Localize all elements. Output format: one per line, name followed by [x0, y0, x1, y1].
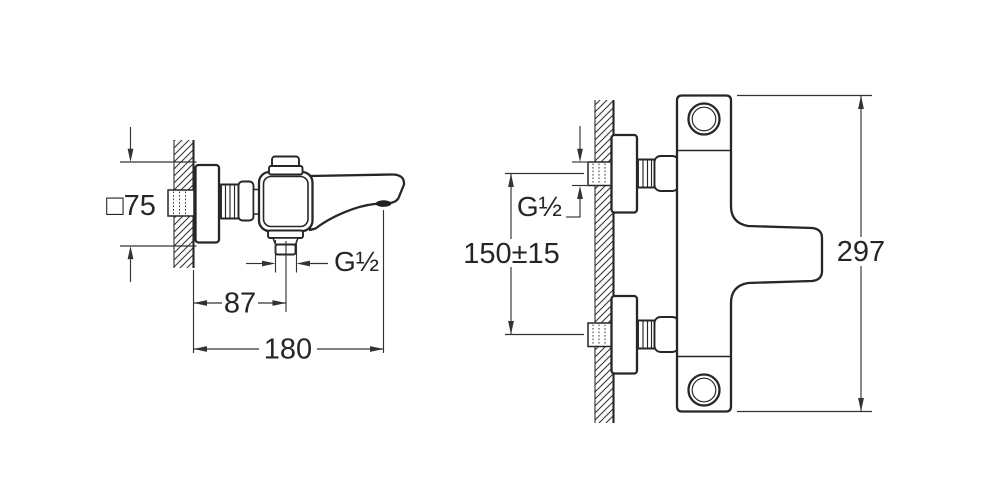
union-nut [637, 158, 656, 189]
inlet-tail-piece [587, 322, 614, 348]
mixer-body [675, 94, 824, 413]
wall-flange [194, 163, 221, 244]
dim-overall-width: 297 [737, 94, 885, 413]
dim-label-inlet-spacing: 150±15 [463, 238, 560, 270]
inlet-tail-piece [167, 189, 195, 217]
top-view: G½ 150±15 297 [463, 94, 885, 423]
dim-flange-size: □75 [106, 127, 197, 282]
dim-label-wall-to-outlet: 87 [224, 288, 256, 320]
aerator [375, 200, 392, 207]
dim-label-inlet-thread: G½ [517, 191, 562, 222]
dim-inlet-spacing: 150±15 [463, 172, 584, 336]
spout [308, 173, 406, 232]
union-cone [653, 316, 680, 353]
body-outline [675, 94, 824, 413]
side-view: □75 87 180 [106, 127, 406, 366]
upper-inlet-connection [587, 133, 680, 214]
top-cap [268, 155, 304, 176]
valve-body [257, 170, 314, 233]
union-nut [637, 319, 656, 350]
dim-outlet-thread: G½ [246, 240, 379, 277]
escutcheon [610, 294, 639, 375]
top-view-dimensions: G½ 150±15 297 [463, 94, 885, 413]
dim-wall-to-spout-tip: 180 [193, 334, 384, 366]
upper-handle-port [687, 102, 721, 136]
dim-wall-to-outlet: 87 [193, 288, 286, 320]
dim-inlet-thread: G½ [517, 126, 587, 222]
lower-inlet-connection [587, 294, 680, 375]
dim-label-wall-to-spout-tip: 180 [264, 334, 312, 366]
inlet-tail-piece [587, 161, 614, 187]
dim-label-overall-width: 297 [837, 236, 885, 268]
union-nut [220, 183, 240, 220]
dim-label-flange-size: □75 [106, 190, 156, 222]
dim-label-outlet-thread: G½ [334, 246, 379, 277]
escutcheon [610, 133, 639, 214]
union-cone [653, 155, 680, 192]
lower-handle-port [687, 373, 721, 407]
side-view-dimensions: □75 87 180 [106, 127, 385, 366]
connector-cylinder [237, 180, 255, 222]
